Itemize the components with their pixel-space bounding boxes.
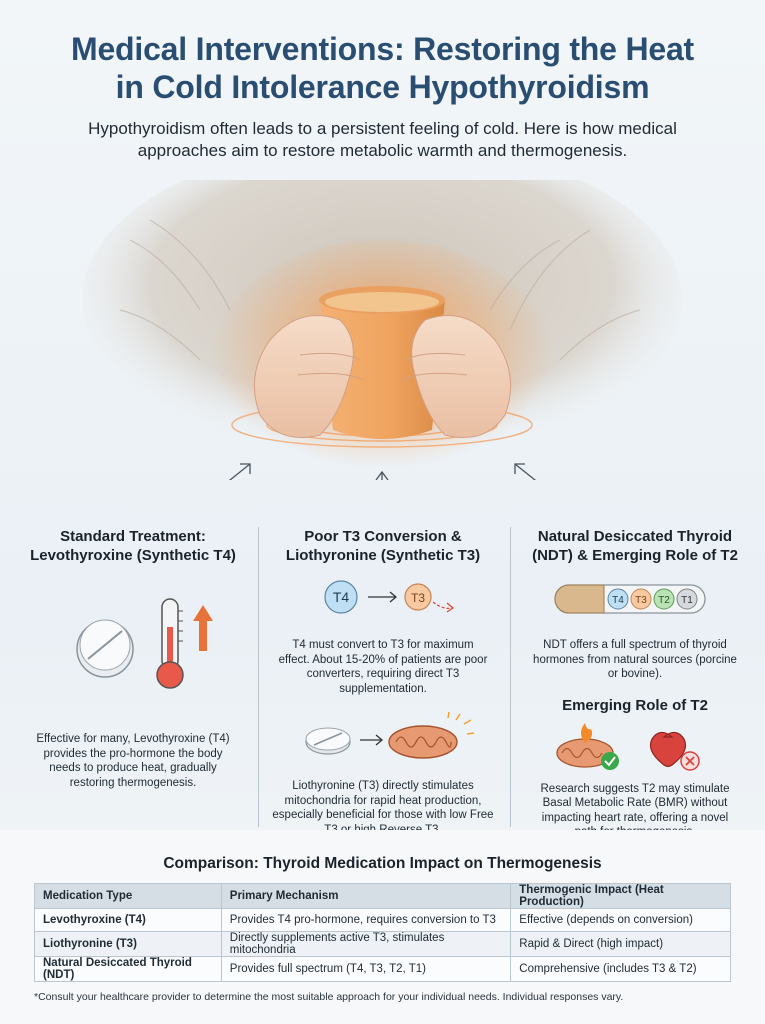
- title-line-1: Medical Interventions: Restoring the Hea…: [70, 31, 695, 67]
- tablet-icon: [76, 619, 134, 678]
- column-title: Natural Desiccated Thyroid (NDT) & Emerg…: [532, 528, 738, 564]
- page-title: Medical Interventions: Restoring the Hea…: [0, 30, 765, 106]
- svg-text:T1: T1: [681, 595, 693, 606]
- conversion-body: T4 must convert to T3 for maximum effect…: [278, 639, 488, 695]
- table-cell: Comprehensive (includes T3 & T2): [510, 956, 731, 982]
- page-subtitle: Hypothyroidism often leads to a persiste…: [88, 119, 677, 160]
- table-cell: Rapid & Direct (high impact): [510, 931, 731, 957]
- table-cell: Provides T4 pro-hormone, requires conver…: [220, 908, 512, 932]
- mitochondria-icon: [388, 725, 458, 759]
- column-header: Primary Mechanism: [220, 883, 512, 909]
- cross-icon: [680, 750, 700, 771]
- column-title: Standard Treatment: Levothyroxine (Synth…: [30, 528, 236, 564]
- t3-badge: [404, 583, 432, 611]
- heat-rays-icon: [447, 711, 475, 735]
- dashed-arrow-icon: [432, 601, 455, 613]
- table-header-row: Medication Type Primary Mechanism Thermo…: [34, 883, 731, 909]
- t1-badge: [676, 588, 698, 610]
- table-row: Natural Desiccated Thyroid (NDT) Provide…: [34, 956, 731, 982]
- column-divider-2: [510, 527, 511, 827]
- hero-illustration: [82, 180, 682, 480]
- table-cell: Directly supplements active T3, stimulat…: [220, 931, 512, 957]
- t2-subheading: Emerging Role of T2: [562, 696, 708, 714]
- column-ndt-t2: Natural Desiccated Thyroid (NDT) & Emerg…: [510, 527, 760, 840]
- arrow-right-icon: [368, 591, 398, 603]
- tablet-icon: [305, 727, 351, 755]
- svg-text:T4: T4: [333, 589, 350, 605]
- ndt-body: NDT offers a full spectrum of thyroid ho…: [533, 639, 737, 680]
- mitochondria-flame-icon: [556, 722, 614, 768]
- svg-text:T4: T4: [612, 595, 624, 606]
- pointer-arrows: [228, 463, 537, 480]
- t3-badge: [630, 588, 652, 610]
- disclaimer-footnote: *Consult your healthcare provider to det…: [34, 991, 624, 1003]
- svg-text:T2: T2: [658, 595, 670, 606]
- svg-text:T3: T3: [635, 595, 647, 606]
- column-divider-1: [258, 527, 259, 827]
- table-row: Levothyroxine (T4) Provides T4 pro-hormo…: [34, 908, 731, 932]
- comparison-title: Comparison: Thyroid Medication Impact on…: [163, 855, 602, 872]
- title-line-2: in Cold Intolerance Hypothyroidism: [115, 69, 650, 105]
- heart-icon: [649, 731, 687, 767]
- column-header: Thermogenic Impact (Heat Production): [510, 883, 731, 909]
- table-cell: Natural Desiccated Thyroid (NDT): [34, 956, 222, 982]
- mitochondria-body: Liothyronine (T3) directly stimulates mi…: [272, 780, 494, 836]
- hormone-badges: T4 T3 T2 T1: [607, 588, 698, 610]
- table-cell: Effective (depends on conversion): [510, 908, 731, 932]
- comparison-table: Medication Type Primary Mechanism Thermo…: [34, 883, 731, 982]
- table-cell: Levothyroxine (T4): [34, 908, 222, 932]
- tablet-mitochondria-diagram: [305, 711, 475, 759]
- column-liothyronine: Poor T3 Conversion & Liothyronine (Synth…: [258, 527, 508, 837]
- table-cell: Liothyronine (T3): [34, 931, 222, 957]
- t4-badge: [607, 588, 629, 610]
- column-levothyroxine: Standard Treatment: Levothyroxine (Synth…: [8, 527, 258, 790]
- mug-icon: [319, 286, 491, 439]
- ndt-capsule-diagram: T4 T3 T2 T1: [554, 584, 706, 614]
- thermometer-icon: [156, 598, 184, 689]
- t2-effects-diagram: [556, 722, 700, 771]
- t2-badge: [653, 588, 675, 610]
- svg-text:T3: T3: [411, 591, 425, 605]
- table-cell: Provides full spectrum (T4, T3, T2, T1): [220, 956, 512, 982]
- t4-to-t3-conversion-diagram: T4 T3: [324, 580, 455, 614]
- checkmark-icon: [601, 751, 619, 770]
- arrow-right-icon: [360, 734, 384, 746]
- pill-thermometer-illustration: [76, 598, 213, 689]
- column-header: Medication Type: [34, 883, 222, 909]
- hands-icon: [253, 315, 512, 438]
- t4-badge: [324, 580, 358, 614]
- table-row: Liothyronine (T3) Directly supplements a…: [34, 931, 731, 957]
- arrow-up-icon: [193, 605, 213, 651]
- column-body: Effective for many, Levothyroxine (T4) p…: [36, 733, 230, 789]
- column-title: Poor T3 Conversion & Liothyronine (Synth…: [285, 528, 481, 564]
